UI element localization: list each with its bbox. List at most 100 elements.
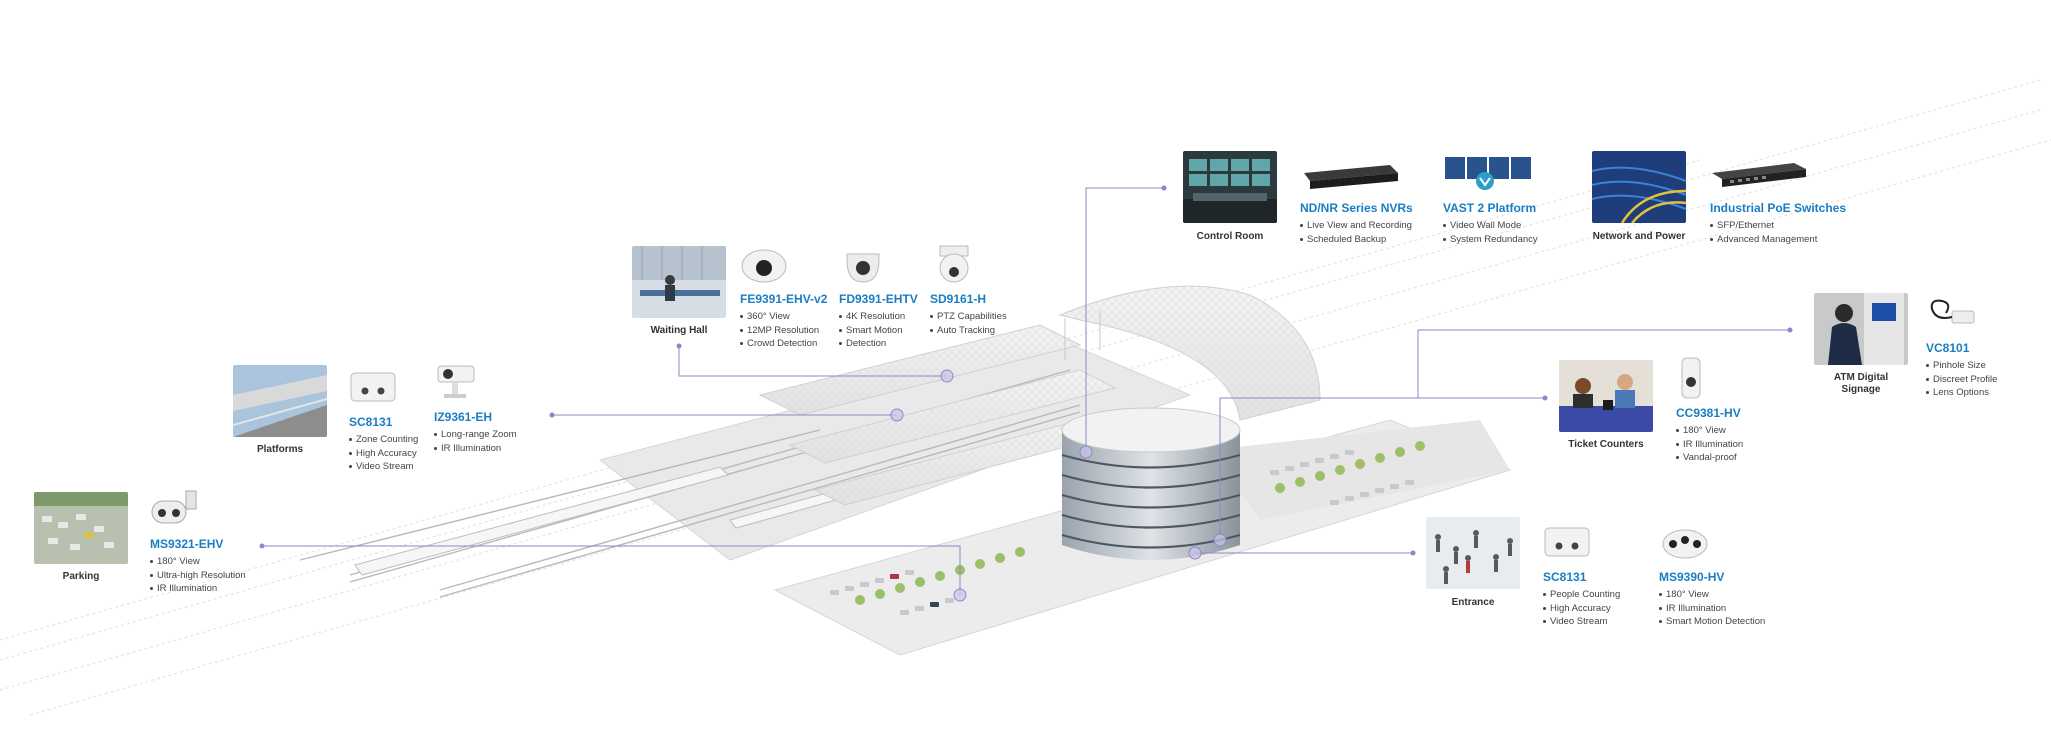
feature-item: Lens Options — [1926, 386, 2046, 400]
feature-item: IR Illumination — [434, 442, 554, 456]
dome-camera-icon — [839, 242, 889, 286]
product-vast-2-platform[interactable]: VAST 2 Platform Video Wall Mode System R… — [1443, 151, 1573, 246]
product-name[interactable]: Industrial PoE Switches — [1710, 201, 1847, 215]
feature-list: 4K Resolution Smart Motion Detection — [839, 310, 959, 351]
feature-list: 180° View IR Illumination Smart Motion D… — [1659, 588, 1779, 629]
product-name[interactable]: SD9161-H — [930, 292, 987, 306]
product-sc8131-platforms[interactable]: SC8131 Zone Counting High Accuracy Video… — [349, 365, 469, 474]
product-ms9390-hv[interactable]: MS9390-HV 180° View IR Illumination Smar… — [1659, 520, 1779, 629]
product-fe9391-ehv-v2[interactable]: FE9391-EHV-v2 360° View 12MP Resolution … — [740, 242, 860, 351]
feature-item: High Accuracy — [1543, 602, 1663, 616]
feature-item: Scheduled Backup — [1300, 233, 1440, 247]
feature-item: IR Illumination — [1676, 438, 1796, 452]
feature-item: Discreet Profile — [1926, 373, 2046, 387]
feature-item: PTZ Capabilities — [930, 310, 1050, 324]
parking-label: Parking — [62, 571, 100, 582]
multi-sensor-camera-icon — [150, 487, 200, 531]
feature-item: Smart Motion — [839, 324, 959, 338]
arched-roof — [1058, 285, 1321, 421]
covert-camera-icon — [1676, 356, 1706, 400]
multi-sensor-camera-icon — [1659, 520, 1709, 564]
feature-item: Advanced Management — [1710, 233, 1860, 247]
feature-item: Auto Tracking — [930, 324, 1050, 338]
product-name[interactable]: MS9390-HV — [1659, 570, 1725, 584]
connector-dots — [259, 185, 1793, 556]
product-vc8101[interactable]: VC8101 Pinhole Size Discreet Profile Len… — [1926, 291, 2046, 400]
product-name[interactable]: FE9391-EHV-v2 — [740, 292, 828, 306]
product-name[interactable]: CC9381-HV — [1676, 406, 1741, 420]
product-name[interactable]: MS9321-EHV — [150, 537, 224, 551]
feature-item: 180° View — [1659, 588, 1779, 602]
bullet-camera-icon — [434, 360, 484, 404]
product-name[interactable]: SC8131 — [349, 415, 393, 429]
feature-list: SFP/Ethernet Advanced Management — [1710, 219, 1860, 246]
feature-item: Video Stream — [1543, 615, 1663, 629]
connector-lines — [262, 187, 1790, 595]
feature-list: PTZ Capabilities Auto Tracking — [930, 310, 1050, 337]
product-name[interactable]: IZ9361-EH — [434, 410, 493, 424]
feature-item: 4K Resolution — [839, 310, 959, 324]
feature-item-continued: Detection — [839, 337, 959, 351]
network-switch-icon — [1710, 151, 1810, 195]
platforms-label: Platforms — [256, 444, 304, 455]
pinhole-camera-icon — [1926, 291, 1976, 335]
fisheye-camera-icon — [740, 242, 790, 286]
video-wall-software-icon — [1443, 151, 1543, 195]
parking-photo — [34, 492, 128, 564]
product-fd9391-ehtv[interactable]: FD9391-EHTV 4K Resolution Smart Motion D… — [839, 242, 959, 351]
feature-item: People Counting — [1543, 588, 1663, 602]
feature-item: 12MP Resolution — [740, 324, 860, 338]
feature-item: Pinhole Size — [1926, 359, 2046, 373]
control-room-photo — [1183, 151, 1277, 223]
platform-roofs — [758, 324, 1132, 506]
atm-photo — [1814, 293, 1908, 365]
product-iz9361-eh[interactable]: IZ9361-EH Long-range Zoom IR Illuminatio… — [434, 360, 554, 455]
feature-list: Live View and Recording Scheduled Backup — [1300, 219, 1440, 246]
entrance-label: Entrance — [1451, 597, 1495, 608]
product-nd-nr-series-nvrs[interactable]: ND/NR Series NVRs Live View and Recordin… — [1300, 151, 1440, 246]
station-building — [1061, 407, 1241, 560]
feature-item: Ultra-high Resolution — [150, 569, 270, 583]
product-sc8131-entrance[interactable]: SC8131 People Counting High Accuracy Vid… — [1543, 520, 1663, 629]
feature-item: Long-range Zoom — [434, 428, 554, 442]
control-room-label: Control Room — [1196, 231, 1264, 242]
feature-list: 180° View IR Illumination Vandal-proof — [1676, 424, 1796, 465]
atm-label: ATM Digital Signage — [1833, 372, 1889, 395]
feature-item: Video Stream — [349, 460, 469, 474]
product-name[interactable]: ND/NR Series NVRs — [1300, 201, 1413, 215]
camera-location-markers — [890, 369, 1227, 602]
network-power-photo — [1592, 151, 1686, 223]
people-counter-icon — [1543, 520, 1593, 564]
product-industrial-poe-switches[interactable]: Industrial PoE Switches SFP/Ethernet Adv… — [1710, 151, 1860, 246]
feature-list: 360° View 12MP Resolution Crowd Detectio… — [740, 310, 860, 351]
feature-item: 180° View — [150, 555, 270, 569]
entrance-photo — [1426, 517, 1520, 589]
feature-item: System Redundancy — [1443, 233, 1573, 247]
product-sd9161-h[interactable]: SD9161-H PTZ Capabilities Auto Tracking — [930, 242, 1050, 337]
feature-item: Video Wall Mode — [1443, 219, 1573, 233]
product-name[interactable]: SC8131 — [1543, 570, 1587, 584]
feature-item: Zone Counting — [349, 433, 469, 447]
feature-list: Zone Counting High Accuracy Video Stream — [349, 433, 469, 474]
feature-list: People Counting High Accuracy Video Stre… — [1543, 588, 1663, 629]
parking-lots — [830, 450, 1414, 615]
feature-list: Video Wall Mode System Redundancy — [1443, 219, 1573, 246]
product-cc9381-hv[interactable]: CC9381-HV 180° View IR Illumination Vand… — [1676, 356, 1796, 465]
product-name[interactable]: VC8101 — [1926, 341, 1970, 355]
people-counter-icon — [349, 365, 399, 409]
ticket-counters-label: Ticket Counters — [1568, 439, 1644, 450]
trees — [855, 441, 1425, 605]
feature-item: IR Illumination — [150, 582, 270, 596]
feature-item: Live View and Recording — [1300, 219, 1440, 233]
feature-list: 180° View Ultra-high Resolution IR Illum… — [150, 555, 270, 596]
feature-item: SFP/Ethernet — [1710, 219, 1860, 233]
product-ms9321-ehv[interactable]: MS9321-EHV 180° View Ultra-high Resoluti… — [150, 487, 270, 596]
waiting-hall-label: Waiting Hall — [650, 325, 708, 336]
ptz-camera-icon — [930, 242, 980, 286]
nvr-recorder-icon — [1300, 151, 1400, 195]
product-name[interactable]: FD9391-EHTV — [839, 292, 918, 306]
waiting-hall-photo — [632, 246, 726, 318]
feature-item: Vandal-proof — [1676, 451, 1796, 465]
product-name[interactable]: VAST 2 Platform — [1443, 201, 1537, 215]
